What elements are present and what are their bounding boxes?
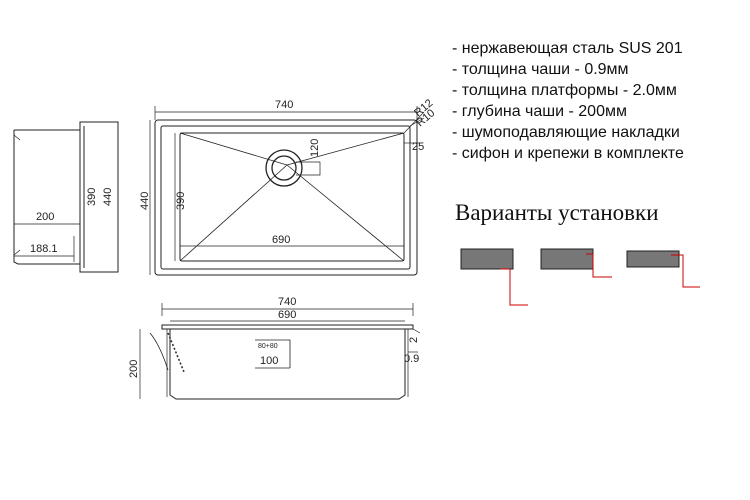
front-view-dim-200: 200	[128, 360, 140, 378]
install-variants	[460, 248, 700, 306]
top-view-bowl	[179, 132, 405, 262]
front-view-dim-0-9: 0.9	[404, 353, 419, 365]
front-view-dim-2: 2	[408, 337, 420, 343]
front-view-rim	[161, 324, 414, 330]
spec-item: - толщина платформы - 2.0мм	[452, 82, 677, 99]
side-view-hatch	[13, 134, 21, 256]
spec-item: - нержавеющая сталь SUS 201	[452, 40, 683, 57]
front-view-bowl	[169, 329, 406, 400]
front-view-dim-80: 80+80	[258, 343, 278, 350]
top-view-dim-120: 120	[309, 139, 321, 157]
side-view-dim-188: 188.1	[30, 243, 58, 255]
spec-item: - глубина чаши - 200мм	[452, 103, 627, 120]
front-view	[139, 303, 421, 400]
top-view-dim-740: 740	[275, 99, 293, 111]
top-view-dim-690: 690	[272, 234, 290, 246]
install-variant-topmount	[626, 250, 700, 288]
top-view-dim-25: 25	[412, 141, 424, 153]
side-view-rear-profile	[13, 130, 80, 265]
side-view-dim-440: 440	[102, 188, 114, 206]
install-variant-undermount	[460, 248, 528, 306]
side-view-dim-390: 390	[86, 188, 98, 206]
top-view-dim-390: 390	[175, 192, 187, 210]
spec-item: - шумоподавляющие накладки	[452, 124, 680, 141]
install-variant-flush	[540, 248, 612, 278]
front-view-dim-100: 100	[260, 355, 278, 367]
spec-item: - толщина чаши - 0.9мм	[452, 61, 629, 78]
top-view-outer-rim	[154, 119, 418, 276]
side-view-rim	[79, 121, 119, 273]
front-view-drain	[255, 339, 291, 368]
top-view-dim-440: 440	[139, 192, 151, 210]
top-view-drain-inner	[271, 155, 297, 181]
spec-list: - нержавеющая сталь SUS 201 - толщина ча…	[452, 38, 684, 164]
front-view-dim-690: 690	[278, 309, 296, 321]
top-view-rim-edge	[160, 125, 411, 270]
side-view	[13, 121, 119, 273]
front-view-dim-740: 740	[278, 296, 296, 308]
top-view	[149, 106, 425, 276]
side-view-dim-200: 200	[36, 211, 54, 223]
top-view-drain-outer	[265, 149, 303, 187]
install-title: Варианты установки	[455, 200, 659, 225]
front-view-swing-arc	[149, 332, 169, 371]
spec-item: - сифон и крепежи в комплекте	[452, 145, 684, 162]
